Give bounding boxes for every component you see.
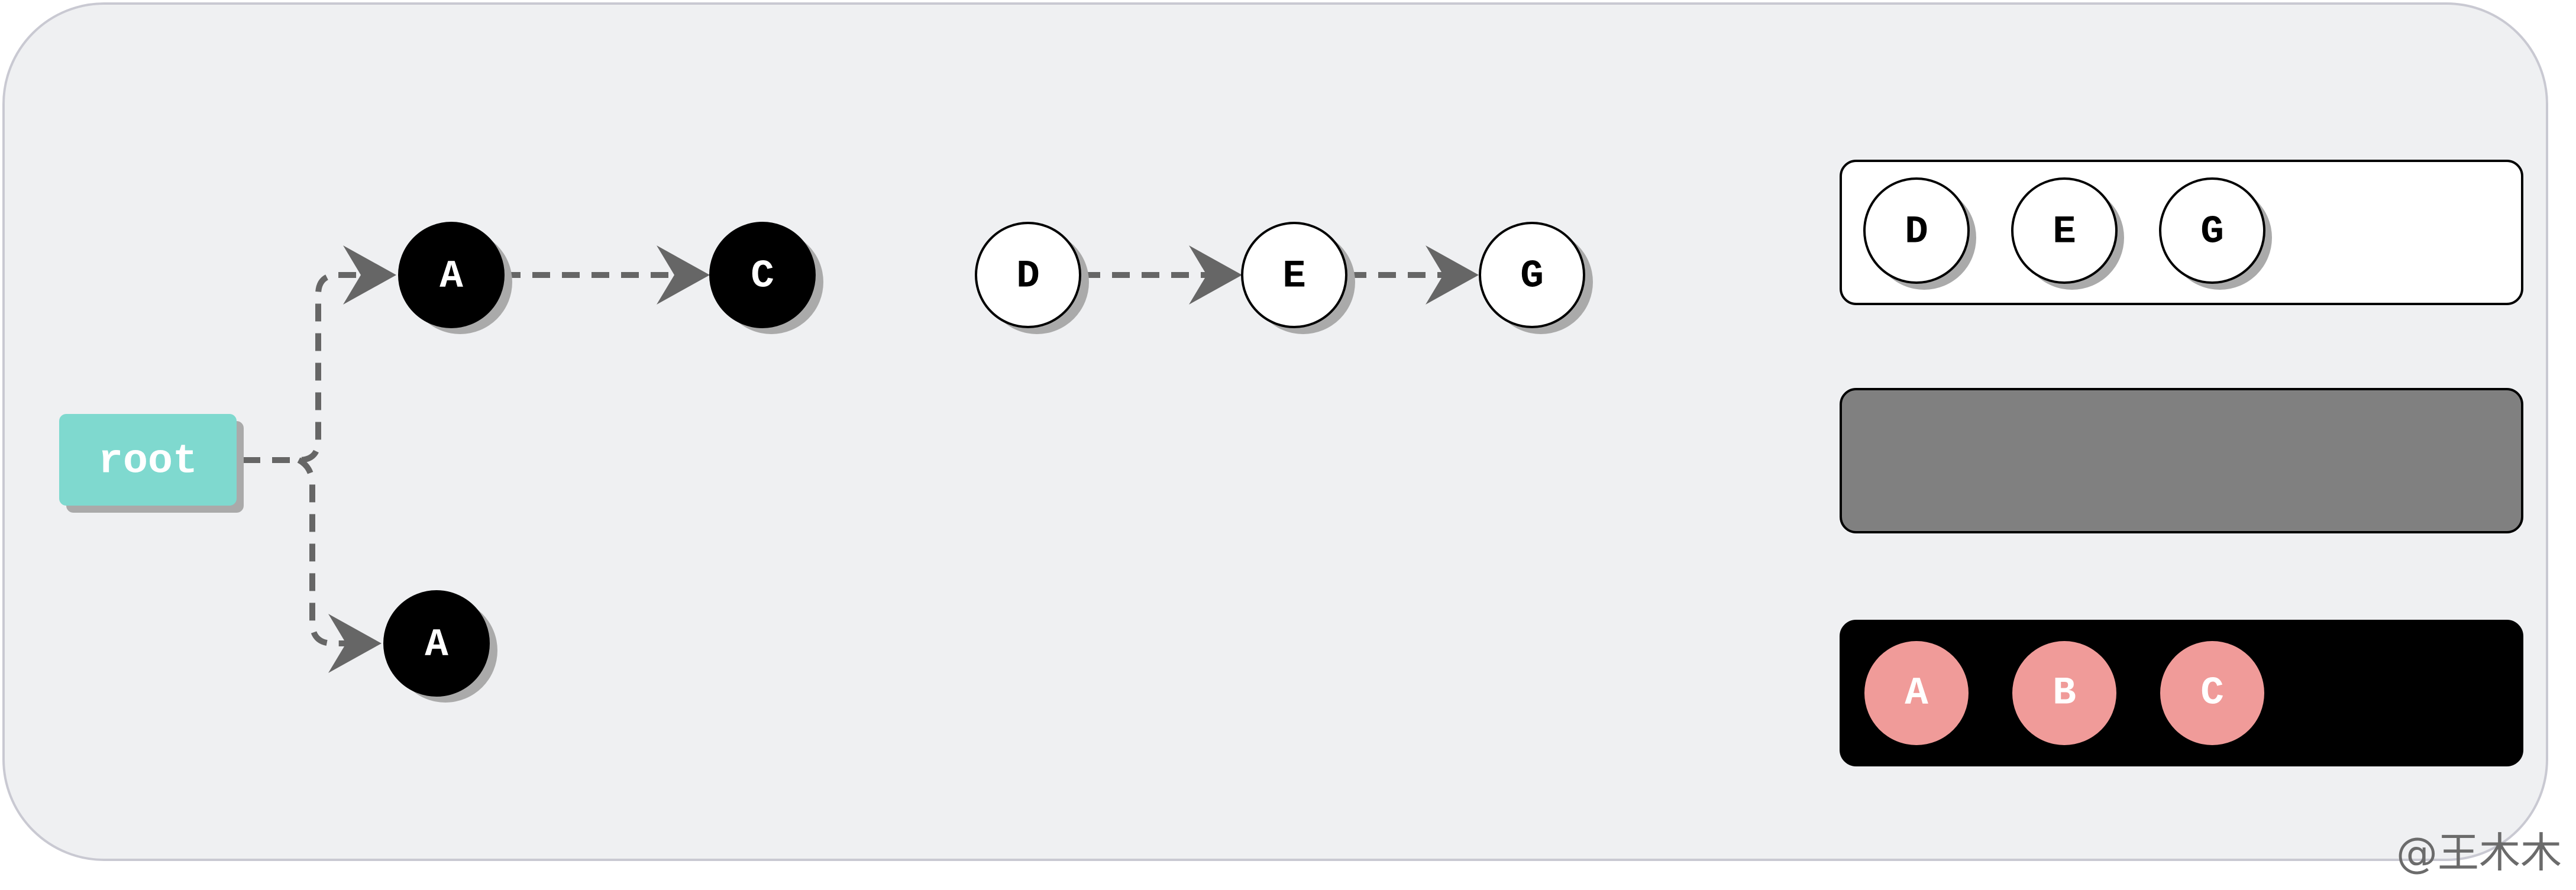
node-label: E [1282,254,1306,298]
node-label: D [1016,254,1040,298]
panel-node-e: E [2011,177,2124,290]
connectors [243,245,1479,673]
tree-node-c: C [709,222,823,334]
node-label: A [1905,671,1928,715]
edge-root-to-a-lower [297,457,382,673]
panel-node-b: B [2012,641,2116,745]
tree-node-a-lower: A [383,590,497,703]
node-label: A [425,622,448,666]
panel-node-a: A [1864,641,1969,745]
root-label: root [98,438,198,485]
node-label: G [1520,254,1544,298]
node-label: G [2200,209,2224,254]
node-label: E [2053,209,2076,254]
root-node: root [59,414,244,513]
gray-panel [1840,388,2523,533]
chain-node-e: E [1241,222,1355,334]
panel-node-g: G [2159,177,2272,290]
node-label: C [2200,671,2224,715]
black-panel: A B C [1840,620,2523,766]
panel-node-d: D [1863,177,1976,290]
node-label: D [1905,209,1928,254]
chain-node-g: G [1479,222,1593,334]
node-label: C [751,254,774,298]
chain-node-d: D [975,222,1089,334]
white-panel: D E G [1840,160,2523,305]
panel-node-c: C [2160,641,2264,745]
watermark: @王木木 [2396,828,2562,877]
edge-root-to-a-upper [243,245,396,463]
node-label: A [439,254,463,298]
tree-node-a-upper: A [398,222,512,334]
node-label: B [2053,671,2076,715]
